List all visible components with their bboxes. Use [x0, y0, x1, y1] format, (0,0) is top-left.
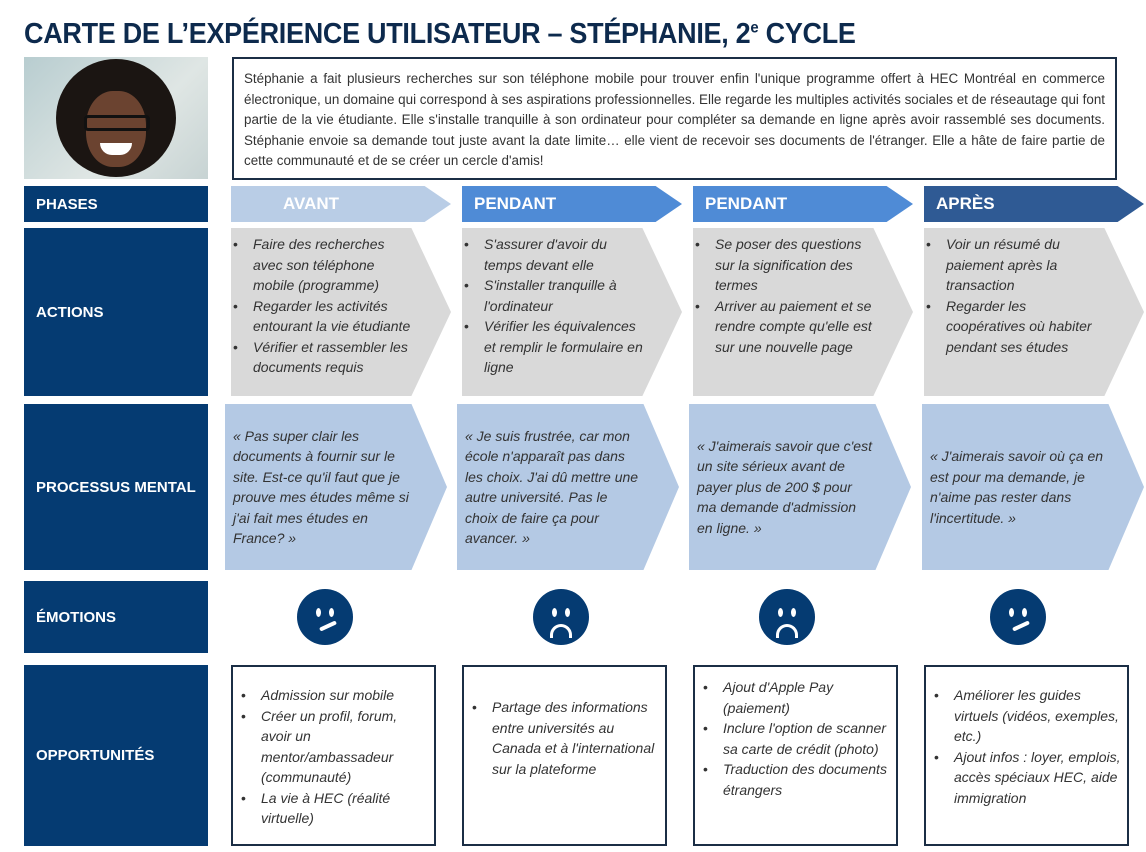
mental-3: « J'aimerais savoir où ça en est pour ma…: [922, 404, 1144, 570]
opportunities-0: Admission sur mobileCréer un profil, for…: [231, 665, 436, 846]
phase-0: AVANT: [231, 186, 451, 222]
action-item: Arriver au paiement et se rendre compte …: [693, 296, 878, 358]
label-opportunities: OPPORTUNITÉS: [24, 665, 208, 846]
page-title: CARTE DE L’EXPÉRIENCE UTILISATEUR – STÉP…: [24, 18, 856, 50]
action-item: S'assurer d'avoir du temps devant elle: [462, 234, 647, 275]
label-phases: PHASES: [24, 186, 208, 222]
label-actions: ACTIONS: [24, 228, 208, 396]
action-item: Vérifier les équivalences et remplir le …: [462, 316, 647, 378]
opportunities-1: Partage des informations entre universit…: [462, 665, 667, 846]
action-item: Faire des recherches avec son téléphone …: [231, 234, 416, 296]
action-item: S'installer tranquille à l'ordinateur: [462, 275, 647, 316]
opportunity-item: La vie à HEC (réalité virtuelle): [239, 788, 428, 829]
opportunity-item: Améliorer les guides virtuels (vidéos, e…: [932, 685, 1121, 747]
mental-1: « Je suis frustrée, car mon école n'appa…: [457, 404, 679, 570]
persona-description: Stéphanie a fait plusieurs recherches su…: [232, 57, 1117, 180]
phase-3: APRÈS: [924, 186, 1144, 222]
skeptical-face-icon: [990, 589, 1046, 645]
action-item: Vérifier et rassembler les documents req…: [231, 337, 416, 378]
phase-1: PENDANT: [462, 186, 682, 222]
actions-3: Voir un résumé du paiement après la tran…: [924, 228, 1144, 396]
actions-1: S'assurer d'avoir du temps devant elleS'…: [462, 228, 682, 396]
mental-2: « J'aimerais savoir que c'est un site sé…: [689, 404, 911, 570]
actions-0: Faire des recherches avec son téléphone …: [231, 228, 451, 396]
action-item: Se poser des questions sur la significat…: [693, 234, 878, 296]
phase-2: PENDANT: [693, 186, 913, 222]
mental-0: « Pas super clair les documents à fourni…: [225, 404, 447, 570]
action-item: Regarder les activités entourant la vie …: [231, 296, 416, 337]
opportunity-item: Traduction des documents étrangers: [701, 759, 890, 800]
action-item: Voir un résumé du paiement après la tran…: [924, 234, 1109, 296]
skeptical-face-icon: [297, 589, 353, 645]
label-mental: PROCESSUS MENTAL: [24, 404, 208, 570]
actions-2: Se poser des questions sur la significat…: [693, 228, 913, 396]
opportunity-item: Partage des informations entre universit…: [470, 697, 659, 779]
opportunities-2: Ajout d'Apple Pay (paiement)Inclure l'op…: [693, 665, 898, 846]
action-item: Regarder les coopératives où habiter pen…: [924, 296, 1109, 358]
opportunity-item: Ajout infos : loyer, emplois, accès spéc…: [932, 747, 1121, 809]
label-emotions: ÉMOTIONS: [24, 581, 208, 653]
sad-face-icon: [759, 589, 815, 645]
sad-face-icon: [533, 589, 589, 645]
opportunity-item: Créer un profil, forum, avoir un mentor/…: [239, 706, 428, 788]
opportunity-item: Admission sur mobile: [239, 685, 428, 706]
persona-photo: [24, 57, 208, 179]
opportunity-item: Inclure l'option de scanner sa carte de …: [701, 718, 890, 759]
opportunity-item: Ajout d'Apple Pay (paiement): [701, 677, 890, 718]
opportunities-3: Améliorer les guides virtuels (vidéos, e…: [924, 665, 1129, 846]
